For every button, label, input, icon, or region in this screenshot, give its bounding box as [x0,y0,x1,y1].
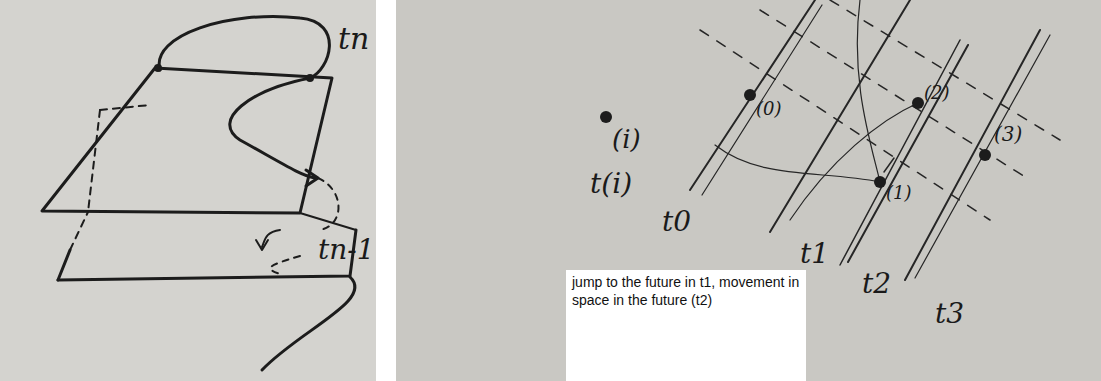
point-label: (0) [756,100,782,118]
time-label: t1 [800,240,829,268]
time-label: t(i) [590,170,632,198]
point-label: (i) [612,126,641,152]
caption-text: jump to the future in t1, movement in sp… [572,274,800,309]
plane-time-label: tn-1 [318,236,375,264]
caption-box: jump to the future in t1, movement in sp… [566,270,806,381]
time-label: t0 [662,208,691,236]
plane-time-label: tn [338,24,369,54]
point-label: (3) [994,124,1022,144]
point-label: (2) [924,84,950,102]
time-label: t2 [862,270,891,298]
point-label: (1) [886,184,912,202]
time-label: t3 [935,300,964,328]
